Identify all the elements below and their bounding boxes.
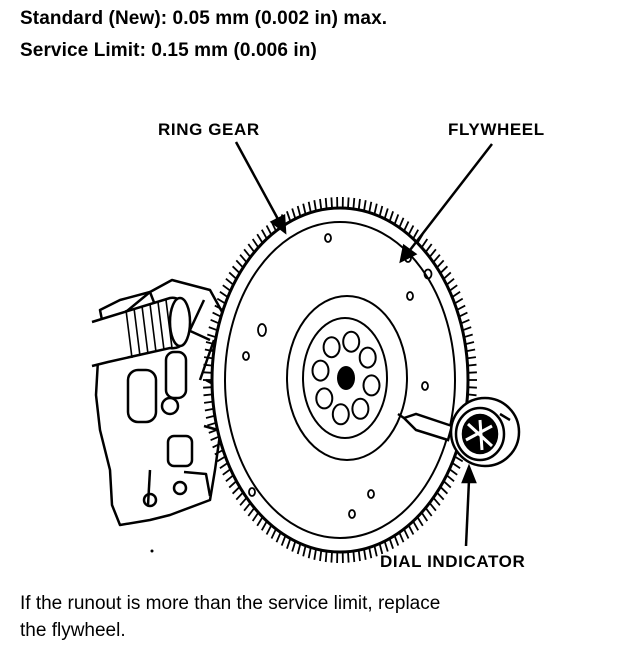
bolt-hole <box>351 397 370 420</box>
bolt-hole <box>311 359 330 382</box>
dial-indicator-label: DIAL INDICATOR <box>380 552 526 571</box>
bolt-hole <box>322 336 341 359</box>
standard-spec: Standard (New): 0.05 mm (0.002 in) max. <box>20 8 388 29</box>
flywheel-label: FLYWHEEL <box>448 120 545 139</box>
bolt-hole <box>342 330 361 353</box>
bolt-hole <box>358 346 377 369</box>
flywheel <box>203 196 477 564</box>
leader-arrows <box>234 141 493 547</box>
bolt-hole <box>362 374 381 397</box>
ring-gear-label: RING GEAR <box>158 120 260 139</box>
instruction-line-1: If the runout is more than the service l… <box>20 593 441 614</box>
service-limit-spec: Service Limit: 0.15 mm (0.006 in) <box>20 40 317 61</box>
bolt-hole <box>315 387 334 410</box>
instruction-line-2: the flywheel. <box>20 620 126 641</box>
dial-indicator <box>397 396 521 468</box>
crankshaft <box>91 296 192 368</box>
bolt-hole <box>331 403 350 426</box>
